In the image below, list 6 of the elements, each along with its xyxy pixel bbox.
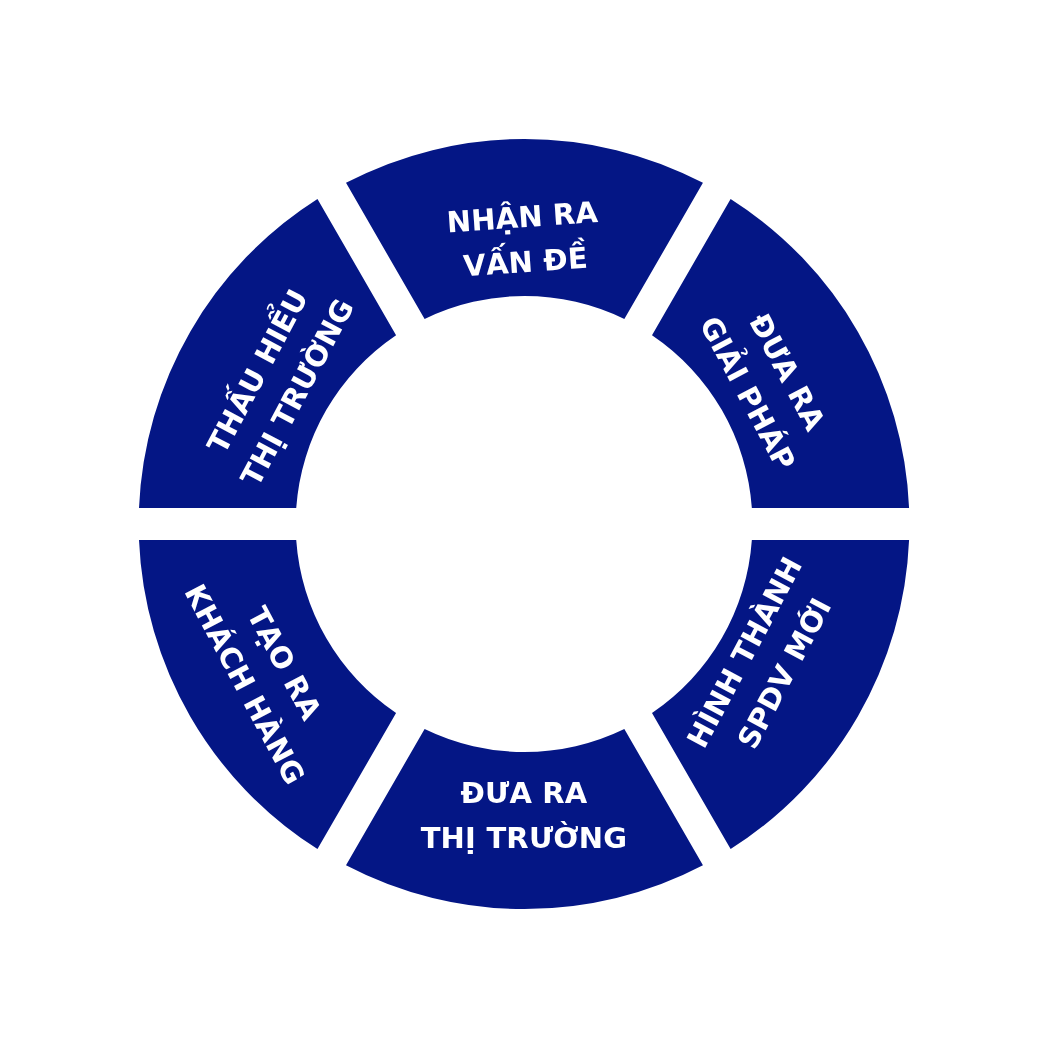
ring-segment	[139, 198, 397, 508]
segment-label: ĐƯA RA THỊ TRƯỜNG	[420, 775, 628, 857]
ring-segment	[651, 540, 909, 850]
segment-label: NHẬN RA VẤN ĐỀ	[445, 193, 601, 286]
ring-segment	[139, 540, 397, 850]
ring-segment	[651, 198, 909, 508]
